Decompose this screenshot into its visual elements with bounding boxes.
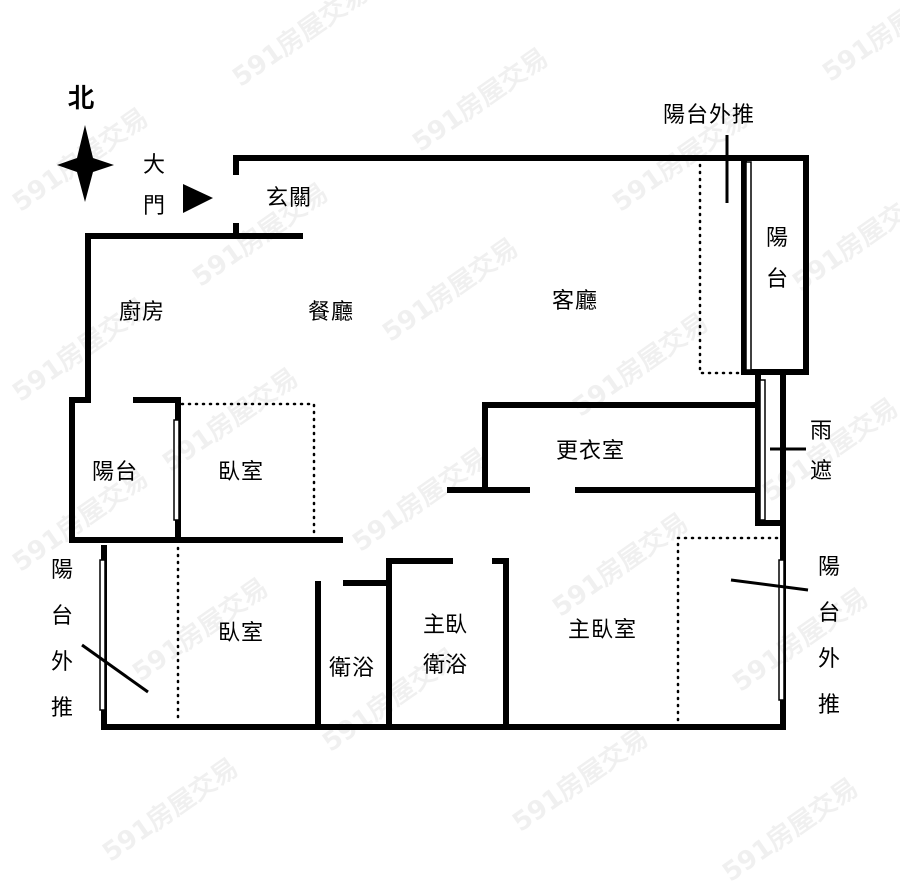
room-dining: 餐廳 bbox=[308, 300, 355, 325]
room-master-bedroom: 主臥室 bbox=[568, 618, 638, 643]
room-walk-in-closet: 更衣室 bbox=[556, 439, 626, 464]
entrance-label: 大門 bbox=[142, 153, 165, 219]
windows bbox=[99, 161, 785, 711]
room-bedroom-2: 臥室 bbox=[218, 621, 265, 646]
floor-plan bbox=[57, 125, 809, 730]
leader-lines bbox=[81, 135, 809, 694]
room-rain-shelter: 雨遮 bbox=[809, 419, 832, 484]
compass-star-icon bbox=[57, 125, 114, 202]
room-bathroom: 衛浴 bbox=[329, 656, 376, 681]
annotation-balcony-pushout-left: 陽台外推 bbox=[50, 558, 73, 721]
room-foyer: 玄關 bbox=[266, 186, 313, 211]
room-living: 客廳 bbox=[552, 289, 599, 314]
room-kitchen: 廚房 bbox=[119, 300, 166, 325]
room-master-bathroom: 主臥衛浴 bbox=[422, 613, 467, 678]
annotation-balcony-pushout-right: 陽台外推 bbox=[817, 555, 840, 718]
room-balcony-west: 陽台 bbox=[92, 460, 139, 485]
compass-north-label: 北 bbox=[68, 84, 96, 114]
annotation-balcony-pushout-top: 陽台外推 bbox=[663, 103, 756, 128]
entry-arrow-icon bbox=[183, 184, 213, 213]
pushout-boundaries bbox=[176, 163, 780, 722]
room-balcony-east: 陽台 bbox=[765, 226, 788, 292]
room-bedroom-1: 臥室 bbox=[218, 460, 265, 485]
